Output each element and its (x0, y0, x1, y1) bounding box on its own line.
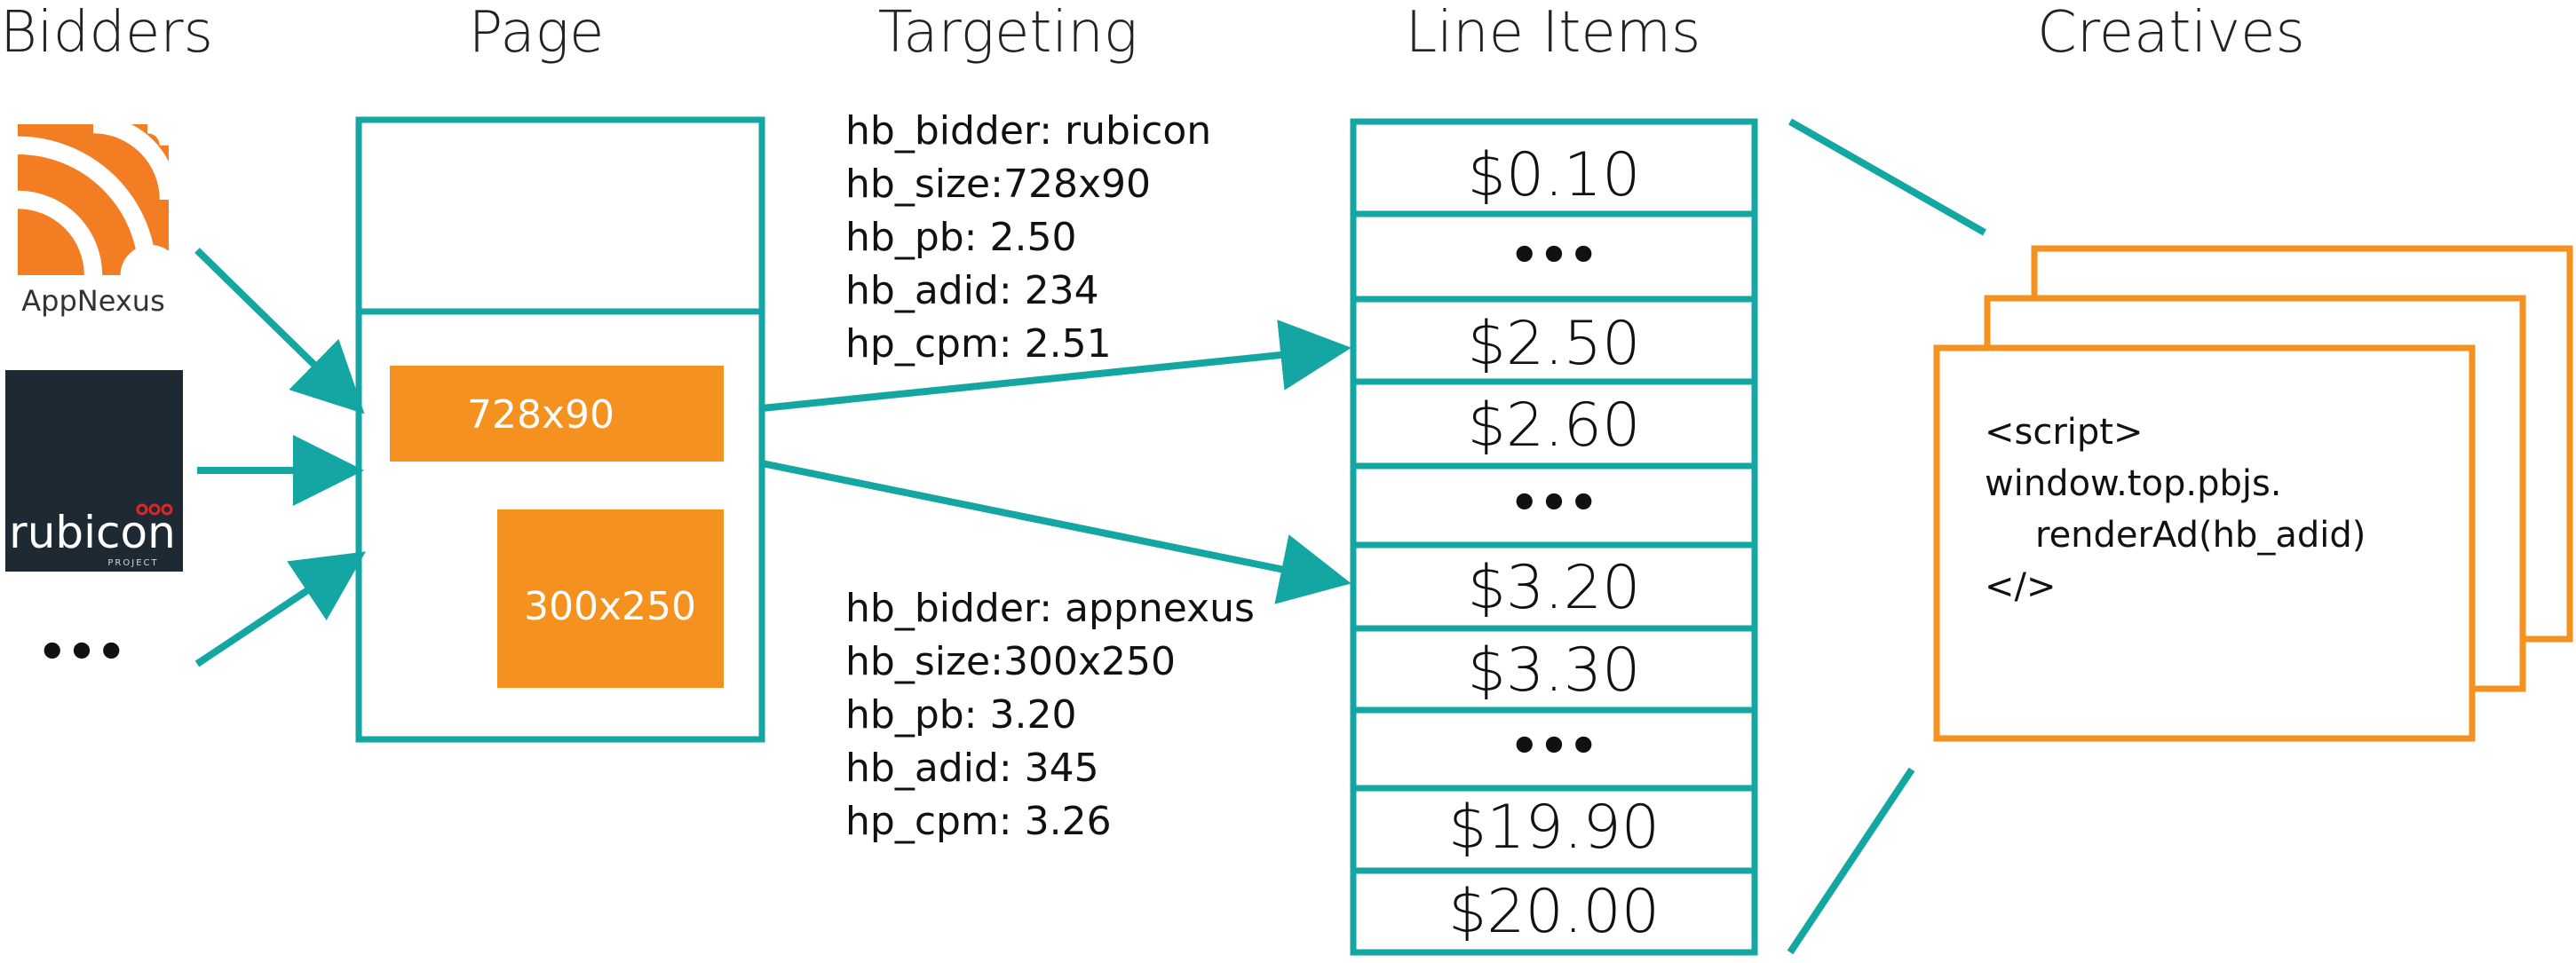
appnexus-label: AppNexus (21, 284, 164, 318)
line-item-price: $3.20 (1468, 553, 1641, 623)
arrow-appnexus-to-page (194, 248, 365, 414)
targeting-block-top: hb_bidder: rubicon hb_size:728x90 hb_pb:… (845, 108, 1211, 367)
creative-code-line: window.top.pbjs. (1985, 463, 2282, 504)
rubicon-label: rubicon (9, 507, 176, 558)
header-targeting: Targeting (878, 0, 1138, 66)
arrow-rectangle-to-line-item (761, 460, 1351, 604)
arrow-more-to-page (194, 551, 366, 667)
line-item-price: $3.30 (1468, 635, 1641, 706)
rubicon-sub-label: PROJECT (107, 558, 158, 568)
targeting-top-line: hb_size:728x90 (845, 162, 1151, 207)
targeting-bottom-line: hp_cpm: 3.26 (845, 799, 1112, 844)
targeting-block-bottom: hb_bidder: appnexus hb_size:300x250 hb_p… (845, 586, 1255, 844)
line-items-stack (1350, 118, 1758, 956)
header-page: Page (469, 0, 605, 66)
line-item-ellipsis: ••• (1510, 720, 1598, 773)
header-creatives: Creatives (2037, 0, 2305, 66)
ad-slot-300x250 (497, 509, 724, 688)
rubicon-logo: rubicon PROJECT (5, 370, 183, 572)
targeting-bottom-line: hb_bidder: appnexus (845, 586, 1255, 631)
ad-slot-300x250-label: 300x250 (524, 584, 696, 629)
targeting-top-line: hb_pb: 2.50 (845, 215, 1076, 260)
line-item-price: $19.90 (1448, 793, 1660, 863)
appnexus-logo: AppNexus (18, 124, 169, 318)
ad-slot-728x90 (390, 366, 724, 462)
connector-top (1788, 118, 1986, 236)
targeting-bottom-line: hb_pb: 3.20 (845, 692, 1076, 738)
creative-code-line: </> (1985, 566, 2057, 607)
targeting-top-line: hp_cpm: 2.51 (845, 321, 1112, 367)
creative-card-front (1933, 344, 2476, 742)
creatives-stack (1933, 245, 2573, 742)
line-item-price: $2.50 (1468, 309, 1641, 379)
header-bidders: Bidders (0, 0, 213, 66)
ad-slot-728x90-label: 728x90 (467, 392, 614, 438)
creative-code-line: renderAd(hb_adid) (2035, 515, 2366, 556)
line-item-price: $0.10 (1468, 140, 1641, 210)
arrow-leaderboard-to-line-item (761, 320, 1351, 412)
targeting-bottom-line: hb_adid: 345 (845, 746, 1099, 791)
targeting-top-line: hb_adid: 234 (845, 268, 1099, 313)
creative-code-line: <script> (1985, 412, 2144, 453)
line-item-price: $2.60 (1468, 391, 1641, 461)
connector-bottom (1787, 767, 1915, 955)
line-item-ellipsis: ••• (1510, 477, 1598, 530)
line-item-price: $20.00 (1448, 877, 1660, 947)
page-box (355, 116, 765, 743)
targeting-bottom-line: hb_size:300x250 (845, 639, 1176, 684)
header-line-items: Line Items (1406, 0, 1701, 66)
more-bidders-dots: ••• (37, 626, 126, 679)
line-item-ellipsis: ••• (1510, 229, 1598, 282)
targeting-top-line: hb_bidder: rubicon (845, 108, 1211, 154)
